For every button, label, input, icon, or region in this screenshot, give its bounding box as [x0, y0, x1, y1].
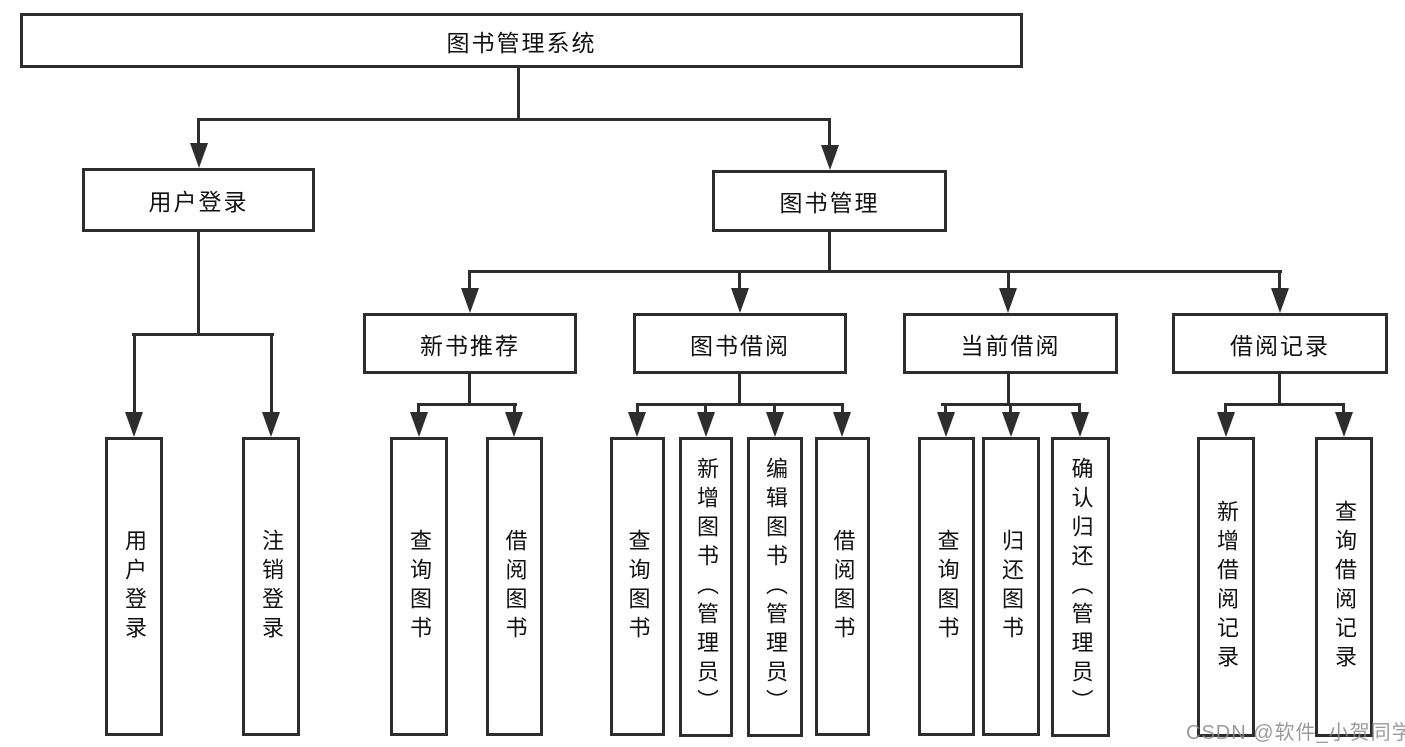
arrow-down-icon — [731, 288, 749, 313]
arrow-down-icon — [821, 145, 839, 170]
node-root-library-system: 图书管理系统 — [20, 13, 1023, 68]
connector-new-book-stem — [468, 374, 471, 406]
arrow-down-icon — [410, 412, 428, 437]
connector-level3-rail — [468, 270, 1282, 273]
leaf-add-borrow-record: 新增借阅记录 — [1197, 437, 1255, 737]
arrow-down-icon — [190, 143, 208, 168]
connector-new-book-rail — [417, 403, 517, 406]
leaf-borrow-books-recommend: 借阅图书 — [486, 437, 543, 736]
node-label: 用户登录 — [148, 189, 249, 215]
leaf-confirm-return-admin: 确认归还（管理员） — [1051, 437, 1110, 737]
connector-book-management-stem — [828, 232, 831, 273]
leaf-query-books-recommend: 查询图书 — [390, 437, 448, 736]
leaf-label: 借阅图书 — [502, 528, 528, 645]
leaf-label: 新增借阅记录 — [1214, 500, 1239, 674]
node-book-management: 图书管理 — [712, 170, 947, 232]
connector-stem-book-management — [828, 118, 831, 148]
connector-user-login-stem — [197, 232, 200, 336]
csdn-watermark: CSDN @软件_小贺同学 — [1186, 722, 1405, 744]
node-label: 图书借阅 — [690, 332, 790, 359]
connector-stem-leaf — [944, 403, 947, 415]
arrow-down-icon — [262, 412, 280, 437]
arrow-down-icon — [1071, 412, 1089, 437]
node-label: 图书管理系统 — [446, 29, 597, 56]
leaf-label: 归还图书 — [999, 528, 1024, 645]
connector-stem-leaf — [1078, 403, 1081, 415]
connector-stem-new-book — [468, 270, 471, 290]
connector-stem-book-borrow — [738, 270, 741, 290]
connector-borrow-records-stem — [1278, 374, 1281, 406]
leaf-logout: 注销登录 — [242, 437, 300, 736]
leaf-edit-book-admin: 编辑图书（管理员） — [747, 437, 803, 737]
connector-stem-leaf — [704, 403, 707, 415]
leaf-add-book-admin: 新增图书（管理员） — [679, 437, 733, 737]
arrow-down-icon — [461, 288, 479, 313]
node-user-login: 用户登录 — [82, 168, 315, 232]
arrow-down-icon — [505, 412, 523, 437]
connector-stem-leaf — [513, 403, 516, 415]
leaf-borrow-books: 借阅图书 — [815, 437, 870, 736]
connector-stem-leaf — [1224, 403, 1227, 415]
leaf-label: 查询借阅记录 — [1332, 500, 1357, 674]
node-new-book-recommend: 新书推荐 — [363, 313, 577, 374]
connector-stem-leaf — [1009, 403, 1012, 415]
arrow-down-icon — [1271, 288, 1289, 313]
connector-level2-rail — [197, 118, 831, 121]
arrow-down-icon — [697, 412, 715, 437]
arrow-down-icon — [1002, 412, 1020, 437]
connector-current-borrow-stem — [1007, 374, 1010, 406]
leaf-label: 确认归还（管理员） — [1068, 456, 1094, 718]
connector-stem-leaf — [270, 333, 273, 414]
arrow-down-icon — [999, 288, 1017, 313]
connector-stem-leaf — [636, 403, 639, 415]
connector-book-borrow-stem — [738, 374, 741, 406]
leaf-query-borrow-record: 查询借阅记录 — [1315, 437, 1373, 737]
leaf-query-books-current: 查询图书 — [918, 437, 975, 736]
arrow-down-icon — [937, 412, 955, 437]
node-label: 图书管理 — [779, 190, 880, 216]
arrow-down-icon — [1335, 412, 1353, 437]
leaf-user-login: 用户登录 — [105, 437, 163, 736]
node-borrowing-records: 借阅记录 — [1172, 313, 1388, 374]
connector-stem-leaf — [417, 403, 420, 415]
connector-book-borrow-rail — [636, 403, 844, 406]
node-label: 当前借阅 — [960, 332, 1061, 359]
connector-stem-leaf — [133, 333, 136, 414]
connector-user-login-rail — [132, 333, 274, 336]
connector-stem-leaf — [841, 403, 844, 415]
arrow-down-icon — [833, 412, 851, 437]
leaf-label: 编辑图书（管理员） — [763, 456, 788, 718]
connector-stem-borrow-records — [1278, 270, 1281, 290]
node-book-borrowing: 图书借阅 — [633, 313, 847, 374]
leaf-label: 用户登录 — [122, 528, 147, 645]
connector-stem-user-login — [197, 118, 200, 146]
arrow-down-icon — [125, 412, 143, 437]
leaf-label: 新增图书（管理员） — [694, 456, 719, 718]
leaf-label: 借阅图书 — [830, 528, 856, 645]
arrow-down-icon — [1217, 412, 1235, 437]
connector-root-stem — [517, 68, 520, 120]
leaf-label: 注销登录 — [259, 528, 284, 645]
connector-stem-current-borrow — [1007, 270, 1010, 290]
connector-borrow-records-rail — [1224, 403, 1345, 406]
node-current-borrowing: 当前借阅 — [903, 313, 1118, 374]
leaf-query-books-borrowing: 查询图书 — [610, 437, 665, 736]
leaf-return-books: 归还图书 — [982, 437, 1040, 736]
arrow-down-icon — [766, 412, 784, 437]
leaf-label: 查询图书 — [934, 528, 960, 645]
node-label: 新书推荐 — [420, 332, 520, 359]
leaf-label: 查询图书 — [625, 528, 651, 645]
arrow-down-icon — [628, 412, 646, 437]
node-label: 借阅记录 — [1230, 332, 1330, 359]
connector-stem-leaf — [1342, 403, 1345, 415]
leaf-label: 查询图书 — [407, 528, 432, 645]
connector-stem-leaf — [773, 403, 776, 415]
